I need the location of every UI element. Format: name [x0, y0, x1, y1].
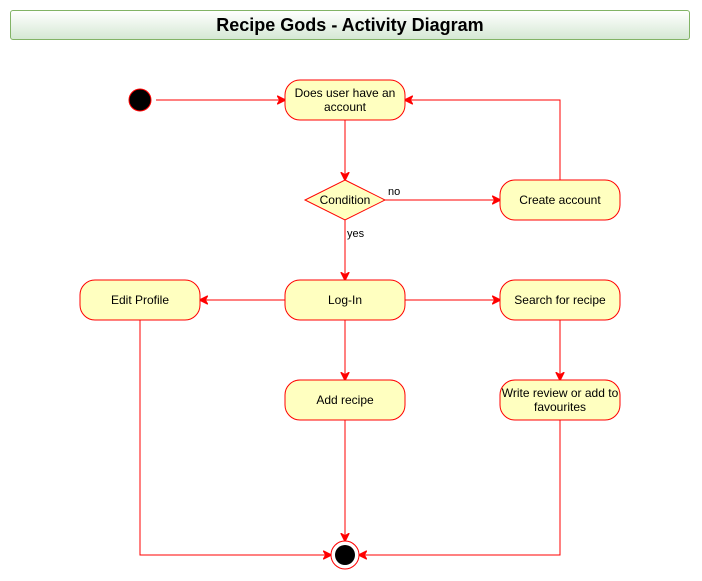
start-node: [128, 88, 152, 112]
search-recipe-node: Search for recipe: [499, 279, 621, 321]
check-account-label: Does user have an: [295, 86, 396, 100]
initial-node-icon: [128, 88, 152, 112]
end-node: [330, 540, 360, 570]
edge-label-yes: yes: [347, 228, 365, 240]
final-node-dot: [335, 545, 355, 565]
add-recipe-box: [284, 379, 406, 421]
edit-profile-label: Edit Profile: [111, 293, 169, 307]
edges-layer: no yes: [139, 100, 561, 555]
write-review-label: Write review or add to: [502, 386, 619, 400]
write-review-box: [499, 379, 621, 421]
login-node: Log-In: [284, 279, 406, 321]
decision-diamond: [303, 179, 387, 221]
search-recipe-box: [499, 279, 621, 321]
check-account-label: account: [324, 100, 367, 114]
diagram-title: Recipe Gods - Activity Diagram: [10, 10, 690, 40]
arrow-write-review-to-end: [359, 420, 561, 555]
login-label: Log-In: [328, 293, 362, 307]
edit-profile-box: [79, 279, 201, 321]
create-account-label: Create account: [519, 193, 601, 207]
arrow-edit-profile-to-end: [139, 320, 331, 555]
edit-profile-node: Edit Profile: [79, 279, 201, 321]
write-review-label: favourites: [534, 400, 586, 414]
edge-label-no: no: [388, 186, 400, 198]
condition-label: Condition: [320, 193, 371, 207]
search-recipe-label: Search for recipe: [514, 293, 606, 307]
add-recipe-label: Add recipe: [316, 393, 374, 407]
create-account-node: Create account: [499, 179, 621, 221]
arrow-create-account-to-check-account: [405, 100, 561, 180]
login-box: [284, 279, 406, 321]
add-recipe-node: Add recipe: [284, 379, 406, 421]
check-account-box: [284, 79, 406, 121]
condition-node: Condition: [303, 179, 387, 221]
create-account-box: [499, 179, 621, 221]
